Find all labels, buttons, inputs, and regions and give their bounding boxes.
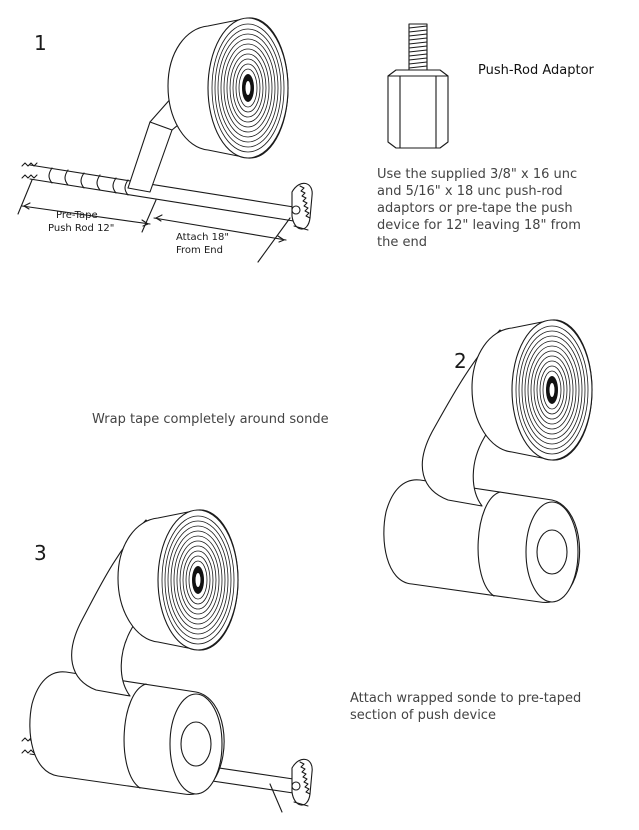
wrap-caption: Wrap tape completely around sonde xyxy=(92,412,329,427)
step1-push-rod xyxy=(21,162,313,231)
step3-sonde xyxy=(29,671,225,796)
attach-caption-line1: Attach wrapped sonde to pre-taped xyxy=(350,691,581,706)
step-number-3: 3 xyxy=(34,541,47,565)
step1-dimension-lines xyxy=(17,179,291,263)
step2-sonde xyxy=(383,479,581,604)
step-number-2: 2 xyxy=(454,349,467,373)
instruction-line-3: adaptors or pre-tape the push xyxy=(377,201,573,216)
push-rod-adaptor-illustration xyxy=(387,23,449,149)
attach-caption-line2: section of push device xyxy=(350,708,496,723)
adaptor-title: Push-Rod Adaptor xyxy=(478,63,595,78)
step1-tape-roll xyxy=(127,17,289,193)
adaptor-instructions: Use the supplied 3/8" x 16 unc and 5/16"… xyxy=(377,167,581,250)
instruction-line-1: Use the supplied 3/8" x 16 unc xyxy=(377,167,577,182)
attach-label-line2: From End xyxy=(176,245,223,256)
pretape-label-line2: Push Rod 12" xyxy=(48,223,114,234)
attach-label-line1: Attach 18" xyxy=(176,232,229,243)
instruction-line-2: and 5/16" x 18 unc push-rod xyxy=(377,184,563,199)
instruction-line-4: device for 12" leaving 18" from xyxy=(377,218,581,233)
step-number-1: 1 xyxy=(34,31,47,55)
instruction-line-5: the end xyxy=(377,235,427,250)
pretape-label-line1: Pre-Tape xyxy=(56,210,98,221)
step3-tape-roll xyxy=(71,509,239,697)
step2-tape-roll xyxy=(421,319,593,507)
